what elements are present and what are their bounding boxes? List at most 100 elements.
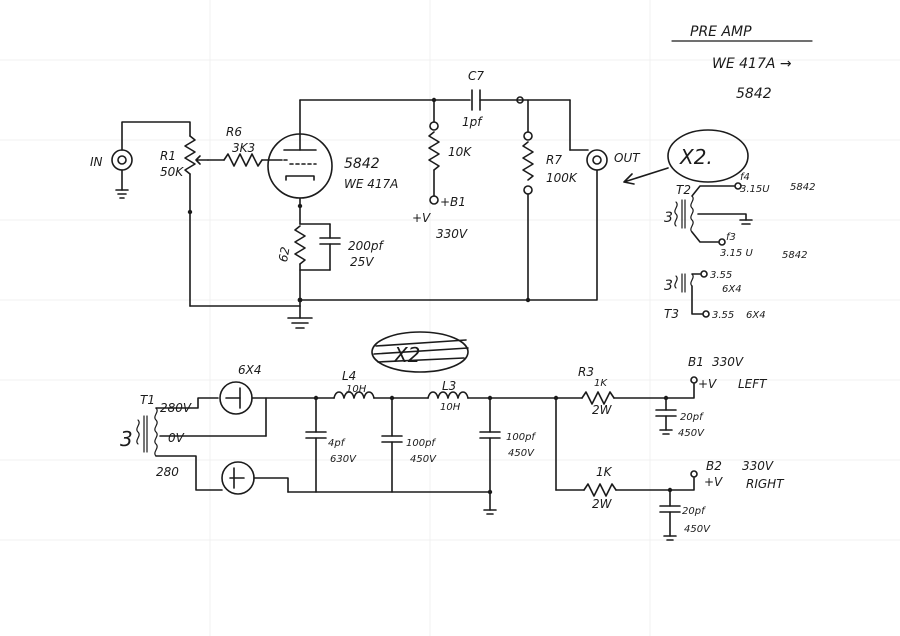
b2-plus: +V bbox=[704, 475, 723, 489]
r1-wiper-arrow bbox=[195, 155, 209, 165]
c2-voltage: 450V bbox=[410, 454, 437, 465]
power-supply: X2 3 T1 280V 0V 280 6X4 L4 10H bbox=[120, 331, 785, 541]
c1-value: 4pf bbox=[328, 438, 346, 449]
input-jack bbox=[111, 149, 133, 171]
plate-resistor bbox=[428, 131, 440, 171]
r1-value: 50K bbox=[160, 165, 184, 179]
f3-tube: 5842 bbox=[782, 250, 807, 261]
r3-power: 2W bbox=[592, 403, 613, 417]
t3-name: T3 bbox=[664, 307, 679, 321]
struck-x2-label: X2 bbox=[393, 343, 420, 367]
b1-supply-node bbox=[429, 195, 439, 205]
b2-voltage: 330V bbox=[742, 459, 774, 473]
title-name: PRE AMP bbox=[690, 24, 752, 40]
c1-voltage: 630V bbox=[330, 454, 357, 465]
l4-value: 10H bbox=[346, 384, 367, 395]
t2-primary: 3 bbox=[664, 210, 673, 226]
b1-name: B1 bbox=[688, 355, 704, 369]
f4-voltage: 3.15U bbox=[740, 184, 770, 195]
t3-bot-voltage: 3.55 bbox=[712, 310, 734, 321]
title-tube-line2: 5842 bbox=[736, 86, 772, 102]
x2-callout-label: X2. bbox=[679, 145, 713, 169]
f4-name: f4 bbox=[740, 172, 750, 183]
t3-primary-coil bbox=[674, 275, 678, 289]
t2-name: T2 bbox=[676, 183, 691, 197]
input-ground-symbol bbox=[115, 189, 129, 199]
c5-value: 20pf bbox=[682, 506, 706, 517]
b1-output-node bbox=[690, 376, 698, 384]
preamp-stage: IN R1 50K R6 3K3 5842 WE 417A bbox=[90, 69, 749, 329]
r3-resistor bbox=[581, 391, 615, 405]
output-jack bbox=[586, 149, 608, 171]
f3-name: f3 bbox=[726, 232, 736, 243]
r6-name: R6 bbox=[226, 125, 242, 139]
x2-callout-arrow bbox=[623, 167, 669, 185]
r7-name: R7 bbox=[546, 153, 562, 167]
r1-potentiometer bbox=[184, 135, 196, 175]
c7-name: C7 bbox=[468, 69, 484, 83]
t3-top-voltage: 3.55 bbox=[710, 270, 732, 281]
r6-value: 3K3 bbox=[232, 141, 255, 155]
b1-voltage: 330V bbox=[712, 355, 744, 369]
tube-name: 5842 bbox=[344, 156, 380, 172]
cathode-cap-value: 200pf bbox=[348, 239, 385, 253]
psu-ground-symbol bbox=[483, 509, 497, 515]
b2-name: B2 bbox=[706, 459, 722, 473]
plate-resistor-value: 10K bbox=[448, 145, 472, 159]
t3-secondary-coil bbox=[690, 273, 694, 287]
title-tube-line1: WE 417A → bbox=[712, 56, 792, 72]
l3-name: L3 bbox=[442, 379, 456, 393]
cathode-resistor bbox=[294, 225, 306, 265]
c4-voltage: 450V bbox=[678, 428, 705, 439]
t2-primary-coil bbox=[674, 201, 678, 227]
l4-choke bbox=[333, 391, 375, 399]
t3-primary: 3 bbox=[664, 278, 673, 294]
t1-secondary-coil bbox=[154, 407, 158, 457]
c3-value: 100pf bbox=[506, 432, 536, 443]
c4-value: 20pf bbox=[680, 412, 704, 423]
t3-top-tube: 6X4 bbox=[722, 284, 742, 295]
c5-voltage: 450V bbox=[684, 524, 711, 535]
t1-mid-voltage: 0V bbox=[168, 431, 185, 445]
t1-bot-voltage: 280 bbox=[156, 465, 179, 479]
t3-bot-tube: 6X4 bbox=[746, 310, 766, 321]
cathode-resistor-value: 62 bbox=[276, 246, 292, 263]
struck-x2-ellipse bbox=[371, 331, 469, 373]
r4-power: 2W bbox=[592, 497, 613, 511]
r3-value: 1K bbox=[594, 378, 608, 389]
r7-value: 100K bbox=[546, 171, 578, 185]
input-jack-center bbox=[117, 155, 127, 165]
r1-name: R1 bbox=[160, 149, 176, 163]
t1-name: T1 bbox=[140, 393, 155, 407]
l3-value: 10H bbox=[440, 402, 461, 413]
t1-primary-coil bbox=[136, 419, 140, 445]
b2-side: RIGHT bbox=[746, 477, 785, 491]
input-label: IN bbox=[90, 155, 103, 169]
b1-plus-label: +V bbox=[412, 211, 431, 225]
strike-line-a bbox=[375, 339, 467, 347]
heater-transformers: 3 T2 f4 3.15U 5842 f3 3.15 U 5842 3 3.55… bbox=[664, 172, 815, 321]
x2-callout-ellipse bbox=[667, 129, 749, 183]
b2-output-node bbox=[690, 470, 698, 478]
b1-plus: +V bbox=[698, 377, 717, 391]
r3-name: R3 bbox=[578, 365, 594, 379]
r4-resistor bbox=[583, 483, 617, 497]
output-label: OUT bbox=[614, 151, 641, 165]
r7-resistor bbox=[522, 141, 534, 181]
rectifier-tube-name: 6X4 bbox=[238, 363, 262, 377]
tube-alt: WE 417A bbox=[344, 177, 398, 191]
c3-voltage: 450V bbox=[508, 448, 535, 459]
title-block: PRE AMP WE 417A → 5842 bbox=[671, 24, 813, 102]
strike-line-b bbox=[373, 347, 469, 355]
t1-primary: 3 bbox=[120, 427, 133, 451]
r4-value: 1K bbox=[596, 465, 613, 479]
l3-choke bbox=[427, 391, 469, 399]
f3-voltage: 3.15 U bbox=[720, 248, 753, 259]
c2-value: 100pf bbox=[406, 438, 436, 449]
cathode-cap-voltage: 25V bbox=[350, 255, 374, 269]
b1-voltage: 330V bbox=[436, 227, 468, 241]
b1-node-label: +B1 bbox=[440, 195, 466, 209]
b1-side: LEFT bbox=[738, 377, 768, 391]
